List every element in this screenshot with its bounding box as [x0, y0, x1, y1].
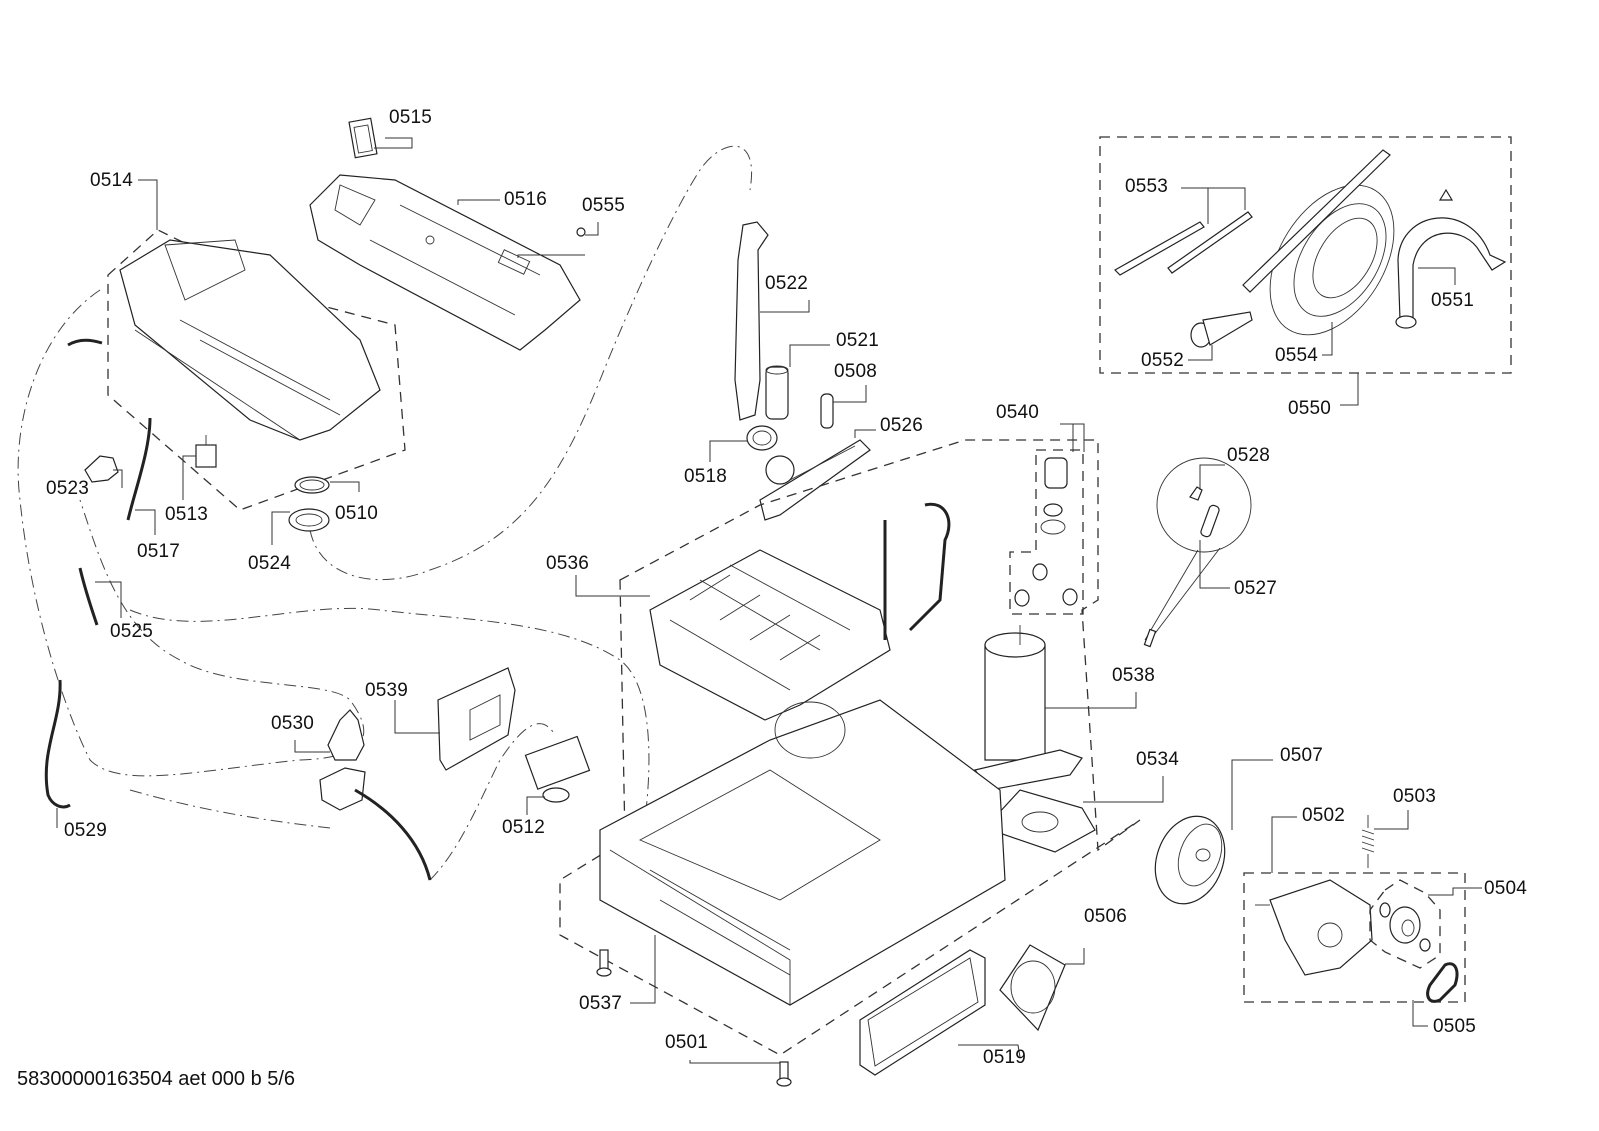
part-0553-cable-ties[interactable]	[1114, 211, 1253, 276]
part-label-0527[interactable]: 0527	[1234, 578, 1278, 599]
part-0503-spring[interactable]	[1361, 815, 1375, 868]
part-label-0501[interactable]: 0501	[665, 1032, 709, 1053]
part-label-0553[interactable]: 0553	[1125, 176, 1169, 197]
part-0505-belt[interactable]	[1426, 962, 1459, 1003]
part-label-0524[interactable]: 0524	[248, 553, 292, 574]
part-label-0554[interactable]: 0554	[1275, 345, 1319, 366]
part-label-0537[interactable]: 0537	[579, 993, 623, 1014]
part-0537-screw[interactable]	[596, 949, 612, 977]
part-label-0507[interactable]: 0507	[1280, 745, 1324, 766]
part-label-0530[interactable]: 0530	[271, 713, 315, 734]
part-0514-condensate-container[interactable]	[119, 239, 381, 441]
part-0504-pulley-set[interactable]	[1379, 902, 1431, 952]
part-label-0513[interactable]: 0513	[165, 504, 209, 525]
part-label-0519[interactable]: 0519	[983, 1047, 1027, 1068]
part-0515-filter[interactable]	[348, 117, 378, 159]
part-label-0517[interactable]: 0517	[137, 541, 181, 562]
part-0516-container-housing[interactable]	[309, 174, 581, 351]
part-label-0508[interactable]: 0508	[834, 361, 878, 382]
part-0508-suppressor[interactable]	[820, 393, 834, 429]
leader-lines	[56, 137, 1482, 1064]
part-label-0536[interactable]: 0536	[546, 553, 590, 574]
part-label-0529[interactable]: 0529	[64, 820, 108, 841]
part-label-0514[interactable]: 0514	[90, 170, 134, 191]
hose-routing-line	[17, 289, 365, 777]
part-label-0505[interactable]: 0505	[1433, 1016, 1477, 1037]
part-0527-sensor-small	[1143, 628, 1157, 648]
part-label-0502[interactable]: 0502	[1302, 805, 1346, 826]
part-0506-fan[interactable]	[999, 944, 1066, 1032]
part-0517-hose[interactable]	[126, 417, 152, 521]
part-0525-hose[interactable]	[78, 567, 99, 626]
part-label-0504[interactable]: 0504	[1484, 878, 1528, 899]
part-label-0512[interactable]: 0512	[502, 817, 546, 838]
part-0502-motor[interactable]	[1255, 879, 1373, 976]
group-outline-0504	[1369, 879, 1441, 969]
part-0554-hose[interactable]	[1242, 149, 1420, 357]
part-label-0516[interactable]: 0516	[504, 189, 548, 210]
part-label-0538[interactable]: 0538	[1112, 665, 1156, 686]
hose-routing-line	[129, 789, 331, 829]
part-0513-valve[interactable]	[195, 435, 217, 468]
part-0528-clip[interactable]	[1189, 486, 1203, 501]
part-0527-sensor[interactable]	[1200, 504, 1220, 538]
part-0519-gasket[interactable]	[859, 949, 986, 1076]
part-0524-ring[interactable]	[288, 508, 330, 532]
part-0551-hose-bracket[interactable]	[1395, 188, 1507, 329]
group-outline-0502	[1243, 872, 1466, 1003]
part-0538-compressor[interactable]	[973, 625, 1083, 791]
hose-routing-line	[129, 607, 650, 851]
part-label-0550[interactable]: 0550	[1288, 398, 1332, 419]
part-0521-capacitor[interactable]	[765, 365, 789, 420]
part-label-0528[interactable]: 0528	[1227, 445, 1271, 466]
hose-routing-line	[309, 145, 752, 581]
part-label-0539[interactable]: 0539	[365, 680, 409, 701]
part-label-0551[interactable]: 0551	[1431, 290, 1475, 311]
part-label-0534[interactable]: 0534	[1136, 749, 1180, 770]
part-0534-bracket[interactable]	[983, 789, 1096, 853]
part-0507-fan-wheel[interactable]	[1144, 806, 1237, 913]
part-0529-hose[interactable]	[44, 679, 71, 809]
detail-circle-0527-0528	[1144, 457, 1252, 641]
part-0540-mounting-kit[interactable]	[1014, 457, 1078, 607]
part-label-0552[interactable]: 0552	[1141, 350, 1185, 371]
part-0501-screw[interactable]	[776, 1061, 792, 1087]
part-label-0522[interactable]: 0522	[765, 273, 809, 294]
part-label-0506[interactable]: 0506	[1084, 906, 1128, 927]
group-outline-0501	[559, 439, 1141, 1056]
part-0525-hose-upper	[67, 338, 103, 347]
part-label-0525[interactable]: 0525	[110, 621, 154, 642]
part-label-0555[interactable]: 0555	[582, 195, 626, 216]
part-0526-pump-unit[interactable]	[759, 439, 871, 521]
part-label-0515[interactable]: 0515	[389, 107, 433, 128]
part-0512-valve[interactable]	[524, 735, 591, 803]
group-outline-0550	[1099, 136, 1512, 374]
part-label-0540[interactable]: 0540	[996, 402, 1040, 423]
part-label-0523[interactable]: 0523	[46, 478, 90, 499]
document-footer-code: 58300000163504 aet 000 b 5/6	[17, 1068, 296, 1090]
part-0523-clip[interactable]	[84, 455, 119, 483]
part-0530-pump[interactable]	[319, 709, 432, 881]
part-0555-knob[interactable]	[576, 227, 586, 237]
part-0510-ring[interactable]	[294, 476, 330, 494]
hose-routing-line	[429, 723, 556, 881]
part-label-0526[interactable]: 0526	[880, 415, 924, 436]
part-0536-heat-exchanger[interactable]	[649, 502, 951, 721]
part-base-chassis	[599, 699, 1006, 1006]
part-label-0521[interactable]: 0521	[836, 330, 880, 351]
part-label-0518[interactable]: 0518	[684, 466, 728, 487]
part-0539-control-board[interactable]	[437, 667, 516, 771]
part-0552-adapter[interactable]	[1190, 311, 1253, 348]
part-0522-hose[interactable]	[734, 221, 769, 421]
part-label-0503[interactable]: 0503	[1393, 786, 1437, 807]
part-0518-seal[interactable]	[746, 425, 778, 451]
part-label-0510[interactable]: 0510	[335, 503, 379, 524]
